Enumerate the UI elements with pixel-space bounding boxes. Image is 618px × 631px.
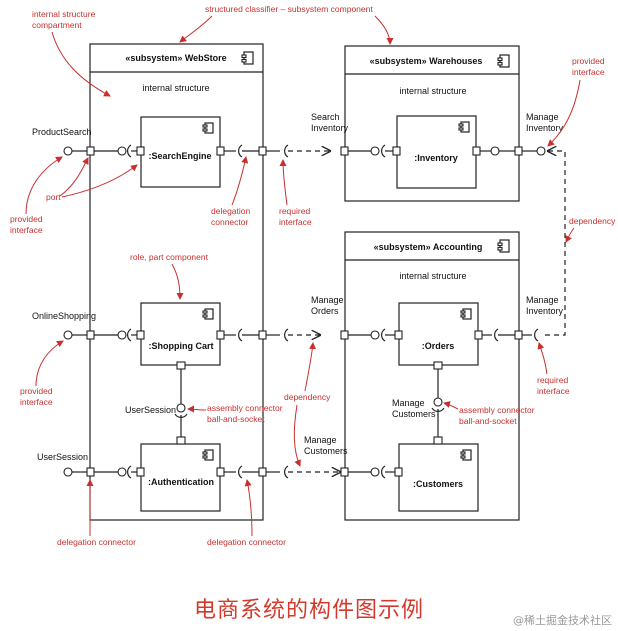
search-engine-label: :SearchEngine bbox=[148, 151, 211, 161]
customers-label: :Customers bbox=[413, 479, 463, 489]
accounting-compartment-label: internal structure bbox=[399, 271, 466, 281]
annotation-required-interface-top-2: interface bbox=[279, 217, 312, 227]
inventory-label: :Inventory bbox=[414, 153, 458, 163]
annotation-role-part: role, part component bbox=[130, 252, 209, 262]
diagram-caption: 电商系统的构件图示例 bbox=[193, 598, 424, 623]
shopping-cart-part: :Shopping Cart bbox=[140, 302, 221, 366]
user-session-label: UserSession bbox=[37, 452, 88, 462]
search-engine-part: :SearchEngine bbox=[140, 116, 221, 188]
annotation-port: port bbox=[46, 192, 61, 202]
annotation-delegation-top-1: delegation bbox=[211, 206, 251, 216]
annotations: internal structure compartment structure… bbox=[10, 4, 616, 547]
annotation-provided-interface-left1-2: interface bbox=[10, 225, 43, 235]
annotation-assembly-1-2: ball-and-socket bbox=[207, 414, 265, 424]
annotation-required-interface-right-2: interface bbox=[537, 386, 570, 396]
component-icon bbox=[241, 51, 254, 65]
annotation-delegation-bottom-mid: delegation connector bbox=[207, 537, 286, 547]
inventory-part: :Inventory bbox=[396, 115, 477, 189]
manage-customers-inner-label-2: Customers bbox=[392, 409, 436, 419]
annotation-internal-structure-1: internal structure bbox=[32, 9, 96, 19]
annotation-dependency-right: dependency bbox=[569, 216, 616, 226]
annotation-dependency-mid: dependency bbox=[284, 392, 331, 402]
annotation-delegation-bottom-left: delegation connector bbox=[57, 537, 136, 547]
annotation-provided-interface-left2-1: provided bbox=[20, 386, 53, 396]
annotation-provided-interface-top-2: interface bbox=[572, 67, 605, 77]
manage-inventory-mid-label-1: Manage bbox=[526, 295, 559, 305]
warehouses-connectors bbox=[340, 144, 546, 158]
authentication-part: :Authentication bbox=[140, 443, 221, 512]
search-inventory-label-1: Search bbox=[311, 112, 340, 122]
inner-user-session-label: UserSession bbox=[125, 405, 176, 415]
warehouses-subsystem: «subsystem» Warehouses internal structur… bbox=[344, 45, 520, 202]
interface-labels: ProductSearch OnlineShopping UserSession… bbox=[32, 112, 564, 462]
annotation-internal-structure-2: compartment bbox=[32, 20, 82, 30]
annotation-provided-interface-top-1: provided bbox=[572, 56, 605, 66]
annotation-required-interface-top-1: required bbox=[279, 206, 310, 216]
accounting-title: «subsystem» Accounting bbox=[374, 242, 483, 252]
watermark: @稀土掘金技术社区 bbox=[513, 614, 612, 627]
webstore-title: «subsystem» WebStore bbox=[125, 53, 226, 63]
search-inventory-label-2: Inventory bbox=[311, 123, 349, 133]
online-shopping-connectors bbox=[63, 328, 320, 342]
webstore-compartment-label: internal structure bbox=[142, 83, 209, 93]
manage-customers-left-label-2: Customers bbox=[304, 446, 348, 456]
component-diagram: «subsystem» WebStore internal structure … bbox=[10, 4, 616, 547]
product-search-connectors bbox=[63, 144, 330, 158]
accounting-connectors bbox=[340, 328, 539, 479]
authentication-label: :Authentication bbox=[148, 477, 214, 487]
annotation-assembly-2-1: assembly connector bbox=[459, 405, 535, 415]
orders-part: :Orders bbox=[398, 302, 479, 366]
shopping-cart-label: :Shopping Cart bbox=[149, 341, 214, 351]
manage-inventory-top-label-2: Inventory bbox=[526, 123, 564, 133]
user-session-connectors bbox=[63, 465, 340, 479]
annotation-structured-classifier: structured classifier – subsystem compon… bbox=[205, 4, 373, 14]
warehouses-title: «subsystem» Warehouses bbox=[370, 56, 483, 66]
online-shopping-label: OnlineShopping bbox=[32, 311, 96, 321]
manage-customers-inner-label-1: Manage bbox=[392, 398, 425, 408]
annotation-provided-interface-left1-1: provided bbox=[10, 214, 43, 224]
annotation-assembly-2-2: ball-and-socket bbox=[459, 416, 517, 426]
orders-label: :Orders bbox=[422, 341, 455, 351]
manage-inventory-top-label-1: Manage bbox=[526, 112, 559, 122]
manage-customers-left-label-1: Manage bbox=[304, 435, 337, 445]
manage-orders-label-1: Manage bbox=[311, 295, 344, 305]
manage-inventory-mid-label-2: Inventory bbox=[526, 306, 564, 316]
dependency-accounting-warehouses bbox=[545, 151, 566, 336]
product-search-label: ProductSearch bbox=[32, 127, 92, 137]
customers-part: :Customers bbox=[398, 443, 479, 512]
warehouses-compartment-label: internal structure bbox=[399, 86, 466, 96]
assembly-connector-webstore bbox=[174, 361, 188, 445]
annotation-required-interface-right-1: required bbox=[537, 375, 568, 385]
manage-orders-label-2: Orders bbox=[311, 306, 339, 316]
annotation-provided-interface-left2-2: interface bbox=[20, 397, 53, 407]
annotation-assembly-1-1: assembly connector bbox=[207, 403, 283, 413]
annotation-delegation-top-2: connector bbox=[211, 217, 248, 227]
